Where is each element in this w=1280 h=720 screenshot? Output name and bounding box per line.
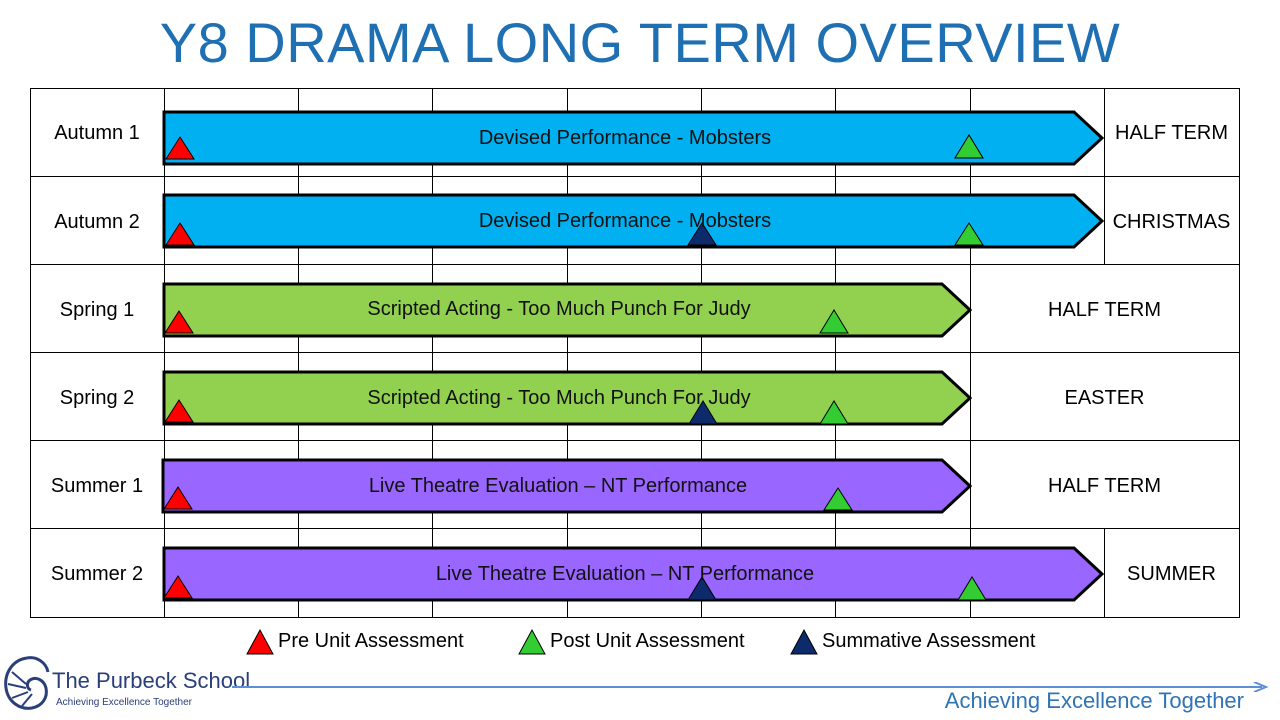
pre-assessment-icon xyxy=(165,136,195,160)
grid-line xyxy=(30,88,31,618)
page-title: Y8 DRAMA LONG TERM OVERVIEW xyxy=(159,11,1121,74)
legend-summative-label: Summative Assessment xyxy=(822,630,1036,652)
holiday-label-autumn-2: CHRISTMAS xyxy=(1112,211,1231,233)
grid-line xyxy=(567,88,568,618)
grid-line xyxy=(1104,88,1105,264)
school-name: The Purbeck School xyxy=(52,668,251,693)
summative-assessment-icon xyxy=(687,576,717,601)
unit-label-autumn-1: Devised Performance - Mobsters xyxy=(478,127,772,149)
post-assessment-icon xyxy=(819,309,849,334)
pre-assessment-icon xyxy=(165,222,195,246)
grid-line xyxy=(835,88,836,618)
pre-assessment-icon xyxy=(246,628,274,655)
grid-line xyxy=(30,176,1240,177)
unit-arrow-summer-2 xyxy=(162,546,1105,602)
grid-line xyxy=(1104,528,1105,617)
holiday-label-spring-2: EASTER xyxy=(1064,387,1145,409)
unit-label-summer-2: Live Theatre Evaluation – NT Performance xyxy=(435,563,815,585)
post-assessment-icon xyxy=(518,628,546,655)
legend-pre-label: Pre Unit Assessment xyxy=(278,630,464,652)
summative-assessment-icon xyxy=(688,400,718,425)
term-label-autumn-2: Autumn 2 xyxy=(54,211,140,233)
unit-arrow-summer-1 xyxy=(161,458,973,514)
holiday-label-summer-1: HALF TERM xyxy=(1048,475,1161,497)
holiday-label-autumn-1: HALF TERM xyxy=(1115,122,1228,144)
unit-arrow-spring-2 xyxy=(162,370,973,426)
post-assessment-icon xyxy=(954,134,984,159)
grid-line xyxy=(30,352,1240,353)
school-motto-small: Achieving Excellence Together xyxy=(56,697,193,708)
summative-assessment-icon xyxy=(687,222,717,246)
footer-arrow-line xyxy=(232,682,1269,692)
overview-grid: Autumn 1 Autumn 2 Spring 1 Spring 2 Summ… xyxy=(30,88,1240,618)
pre-assessment-icon xyxy=(163,575,193,599)
term-label-spring-2: Spring 2 xyxy=(59,387,135,409)
unit-label-spring-1: Scripted Acting - Too Much Punch For Jud… xyxy=(367,298,751,320)
holiday-label-summer-2: SUMMER xyxy=(1127,563,1216,585)
unit-label-autumn-2: Devised Performance - Mobsters xyxy=(478,210,772,232)
grid-line xyxy=(30,264,1240,265)
pre-assessment-icon xyxy=(164,399,194,423)
grid-line xyxy=(432,88,433,618)
term-label-summer-2: Summer 2 xyxy=(50,563,144,585)
tagline: Achieving Excellence Together xyxy=(944,688,1244,713)
grid-line xyxy=(298,88,299,618)
pre-assessment-icon xyxy=(163,486,193,510)
summative-assessment-icon xyxy=(790,628,818,655)
post-assessment-icon xyxy=(954,222,984,246)
grid-line xyxy=(30,440,1240,441)
grid-line xyxy=(1239,88,1240,618)
unit-arrow-autumn-1 xyxy=(162,110,1105,166)
grid-line xyxy=(30,528,1240,529)
school-logo-icon xyxy=(4,656,50,710)
term-label-autumn-1: Autumn 1 xyxy=(54,122,140,144)
unit-label-spring-2: Scripted Acting - Too Much Punch For Jud… xyxy=(367,387,751,409)
post-assessment-icon xyxy=(957,576,987,601)
grid-line xyxy=(164,88,165,618)
legend-post-label: Post Unit Assessment xyxy=(550,630,745,652)
grid-line xyxy=(30,88,1240,89)
term-label-spring-1: Spring 1 xyxy=(59,299,135,321)
holiday-label-spring-1: HALF TERM xyxy=(1048,299,1161,321)
term-label-summer-1: Summer 1 xyxy=(50,475,144,497)
grid-line xyxy=(30,617,1240,618)
grid-line xyxy=(701,88,702,618)
pre-assessment-icon xyxy=(164,310,194,334)
post-assessment-icon xyxy=(819,400,849,425)
post-assessment-icon xyxy=(823,487,853,511)
unit-arrow-spring-1 xyxy=(162,282,973,338)
unit-arrow-autumn-2 xyxy=(162,193,1105,249)
unit-label-summer-1: Live Theatre Evaluation – NT Performance xyxy=(368,475,748,497)
